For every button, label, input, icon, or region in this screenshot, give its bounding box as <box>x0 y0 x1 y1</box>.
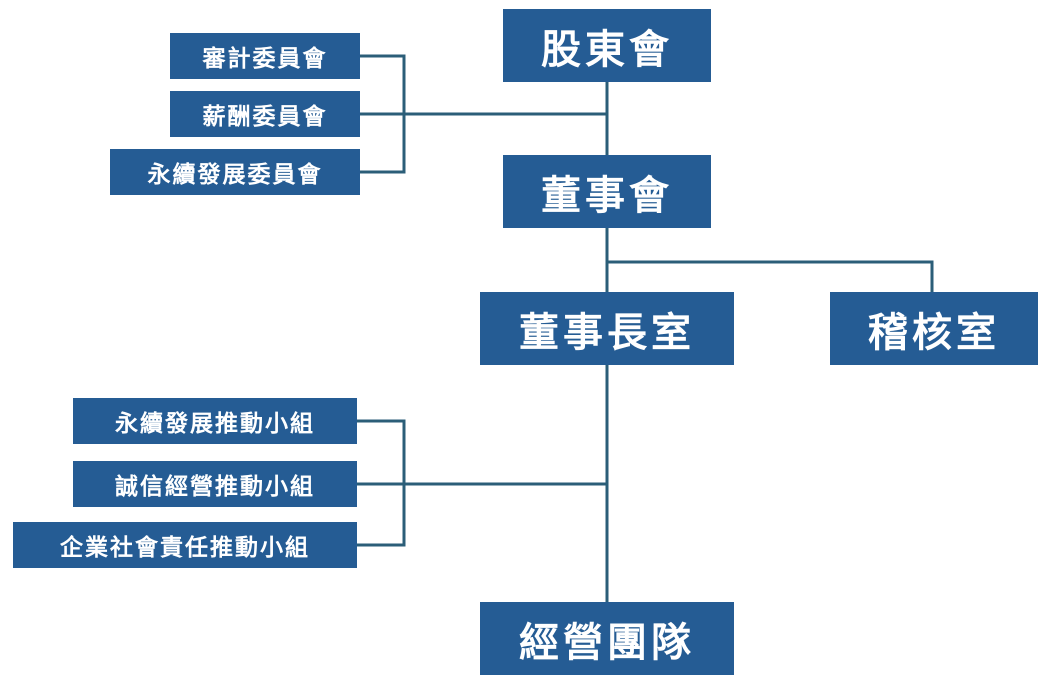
connector-board-audit <box>607 260 934 292</box>
group-sustainability: 永續發展推動小組 <box>73 398 357 444</box>
node-shareholders: 股東會 <box>503 9 711 82</box>
group-csr: 企業社會責任推動小組 <box>13 522 357 568</box>
group-integrity: 誠信經營推動小組 <box>73 461 357 507</box>
node-management-team: 經營團隊 <box>480 602 734 675</box>
node-audit-office: 稽核室 <box>830 292 1038 365</box>
node-chairman-office: 董事長室 <box>480 292 734 365</box>
committee-remuneration: 薪酬委員會 <box>170 91 360 137</box>
committee-audit: 審計委員會 <box>170 33 360 79</box>
node-board: 董事會 <box>503 155 711 228</box>
committee-sustainability: 永續發展委員會 <box>110 149 360 195</box>
